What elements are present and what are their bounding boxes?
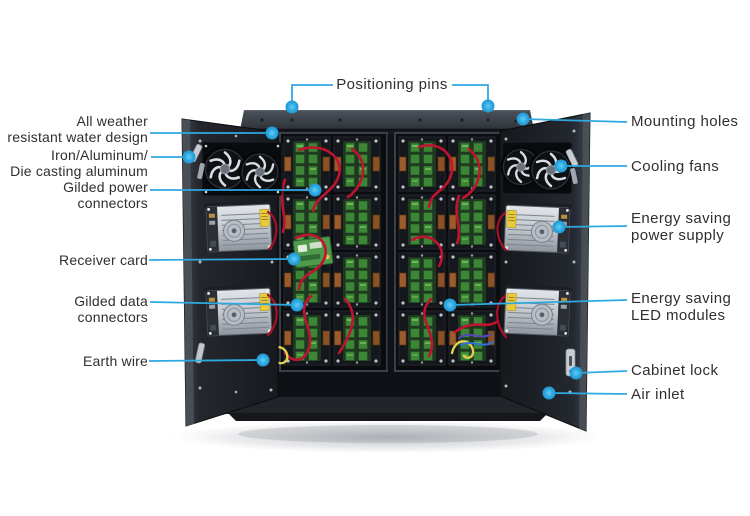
data-wires xyxy=(458,333,494,346)
led-module xyxy=(448,136,496,192)
callout-dot-gilded-data xyxy=(290,298,304,312)
led-module xyxy=(398,194,446,250)
callout-dot-iron-aluminum xyxy=(182,150,196,164)
leader-line-cabinet-lock xyxy=(575,370,628,374)
left-door xyxy=(181,118,283,427)
leader-line-power-supply xyxy=(558,225,628,228)
cabinet-base xyxy=(224,368,551,421)
led-module xyxy=(333,252,381,308)
leader-line-air-inlet xyxy=(548,392,628,395)
led-module xyxy=(283,136,331,192)
cooling-fan-unit-left xyxy=(201,141,283,197)
cooling-fan-unit-right xyxy=(500,141,574,195)
ground-shadow xyxy=(170,421,606,453)
leader-line-receiver-card xyxy=(148,258,295,261)
cooling-fan xyxy=(239,151,281,193)
callout-dot-mounting-holes xyxy=(516,112,530,126)
led-module xyxy=(333,136,381,192)
callout-dot-led-modules xyxy=(443,298,457,312)
callout-dot-earth-wire xyxy=(256,353,270,367)
led-module xyxy=(398,252,446,308)
led-module xyxy=(333,310,381,366)
callout-dot-gilded-power xyxy=(308,183,322,197)
callout-dot-air-inlet xyxy=(542,386,556,400)
bay-divider xyxy=(387,134,395,370)
leader-line-positioning-pin-left xyxy=(291,84,333,103)
right-door xyxy=(496,112,591,432)
callout-dot-receiver-card xyxy=(287,252,301,266)
callout-dot-power-supply xyxy=(552,220,566,234)
led-module xyxy=(333,194,381,250)
callout-dot-cabinet-lock xyxy=(569,366,583,380)
power-supply xyxy=(203,284,274,337)
door-latch xyxy=(197,163,205,179)
power-supply xyxy=(502,284,573,337)
leader-line-led-modules xyxy=(449,299,628,306)
right-module-bay xyxy=(394,132,504,372)
callout-dots xyxy=(182,99,583,400)
leader-line-positioning-pin-right xyxy=(452,84,489,102)
leader-line-mounting-holes xyxy=(522,118,628,123)
door-latch xyxy=(195,342,205,364)
leader-lines xyxy=(148,84,628,395)
leader-line-gilded-data xyxy=(149,301,298,306)
leader-line-earth-wire xyxy=(148,359,264,362)
callout-dot-cooling-fans xyxy=(554,159,568,173)
cabinet-top-slab xyxy=(240,110,534,131)
callout-dot-positioning-pin-left xyxy=(285,100,299,114)
callout-dot-positioning-pin-right xyxy=(481,99,495,113)
door-latch xyxy=(570,168,578,184)
led-module xyxy=(398,310,446,366)
callout-dot-all-weather xyxy=(265,126,279,140)
led-module xyxy=(448,252,496,308)
power-supply xyxy=(203,200,274,253)
power-cables xyxy=(280,144,500,362)
